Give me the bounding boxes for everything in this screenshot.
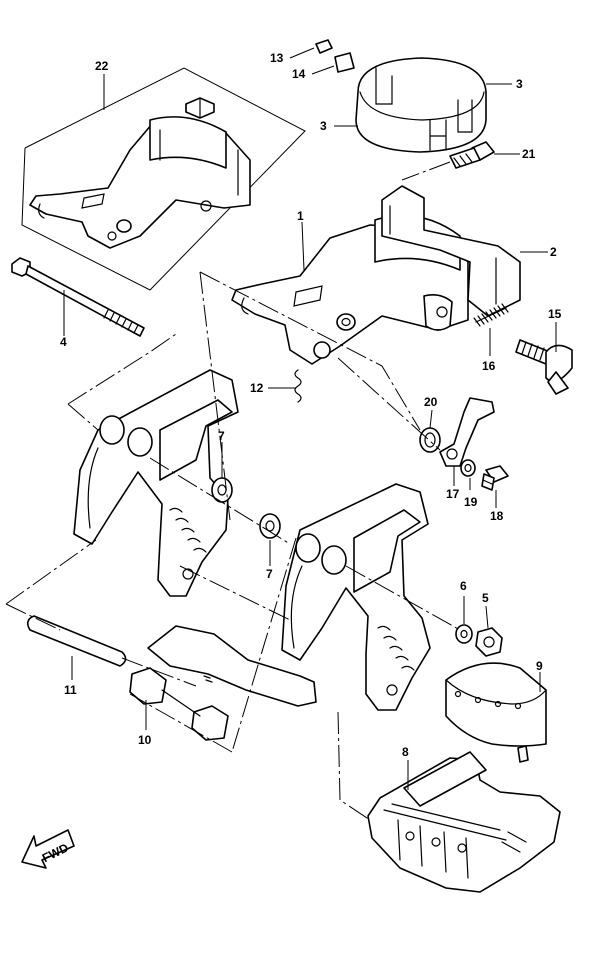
callout-15: 15 bbox=[548, 307, 562, 321]
washer-6 bbox=[455, 624, 473, 644]
callout-17: 17 bbox=[446, 487, 460, 501]
lever-17 bbox=[439, 397, 495, 467]
bolt-21 bbox=[401, 141, 495, 181]
stern-bracket-right bbox=[281, 483, 431, 711]
callout-12: 12 bbox=[250, 381, 264, 395]
callout-11: 11 bbox=[64, 683, 77, 697]
fwd-arrow-icon: FWD bbox=[21, 829, 75, 869]
callout-6: 6 bbox=[460, 579, 467, 593]
rod-11 bbox=[26, 615, 127, 667]
washer-19 bbox=[460, 459, 476, 477]
callout-22: 22 bbox=[95, 59, 109, 73]
inset-bracket-drawing bbox=[29, 97, 251, 249]
washer-7-lower bbox=[259, 513, 281, 539]
bushing-3 bbox=[355, 57, 487, 153]
stern-bracket-left bbox=[73, 369, 239, 597]
clamp-2 bbox=[381, 185, 521, 317]
tilt-lever-10 bbox=[129, 625, 317, 741]
circlip-20 bbox=[419, 427, 441, 453]
callout-5: 5 bbox=[482, 591, 489, 605]
assembly-lines bbox=[5, 271, 461, 821]
spring-12 bbox=[294, 369, 302, 403]
callout-1: 1 bbox=[297, 209, 304, 223]
bolt-18 bbox=[481, 465, 509, 491]
callout-3-lower: 3 bbox=[320, 119, 327, 133]
callout-7-lower: 7 bbox=[266, 567, 273, 581]
leader-lines bbox=[63, 47, 557, 790]
callouts: 22 13 14 3 3 21 1 2 4 15 16 12 20 7 17 1… bbox=[60, 51, 562, 759]
callout-16: 16 bbox=[482, 359, 496, 373]
callout-7-upper: 7 bbox=[218, 429, 225, 443]
callout-21: 21 bbox=[522, 147, 536, 161]
callout-4: 4 bbox=[60, 335, 67, 349]
callout-13: 13 bbox=[270, 51, 284, 65]
callout-8: 8 bbox=[402, 745, 409, 759]
callout-3-upper: 3 bbox=[516, 77, 523, 91]
long-bolt-4 bbox=[11, 257, 145, 337]
callout-19: 19 bbox=[464, 495, 478, 509]
callout-14: 14 bbox=[292, 67, 306, 81]
pad-9 bbox=[445, 662, 547, 763]
callout-2: 2 bbox=[550, 245, 557, 259]
thumb-screw-15 bbox=[515, 339, 573, 395]
transom-plate-8 bbox=[367, 751, 561, 893]
callout-10: 10 bbox=[138, 733, 152, 747]
spring-16 bbox=[473, 303, 509, 327]
callout-9: 9 bbox=[536, 659, 543, 673]
callout-18: 18 bbox=[490, 509, 504, 523]
assembly-inset-22 bbox=[21, 67, 306, 291]
pad-14 bbox=[334, 52, 355, 73]
callout-20: 20 bbox=[424, 395, 438, 409]
pad-13 bbox=[315, 39, 333, 54]
nut-5 bbox=[475, 627, 503, 657]
